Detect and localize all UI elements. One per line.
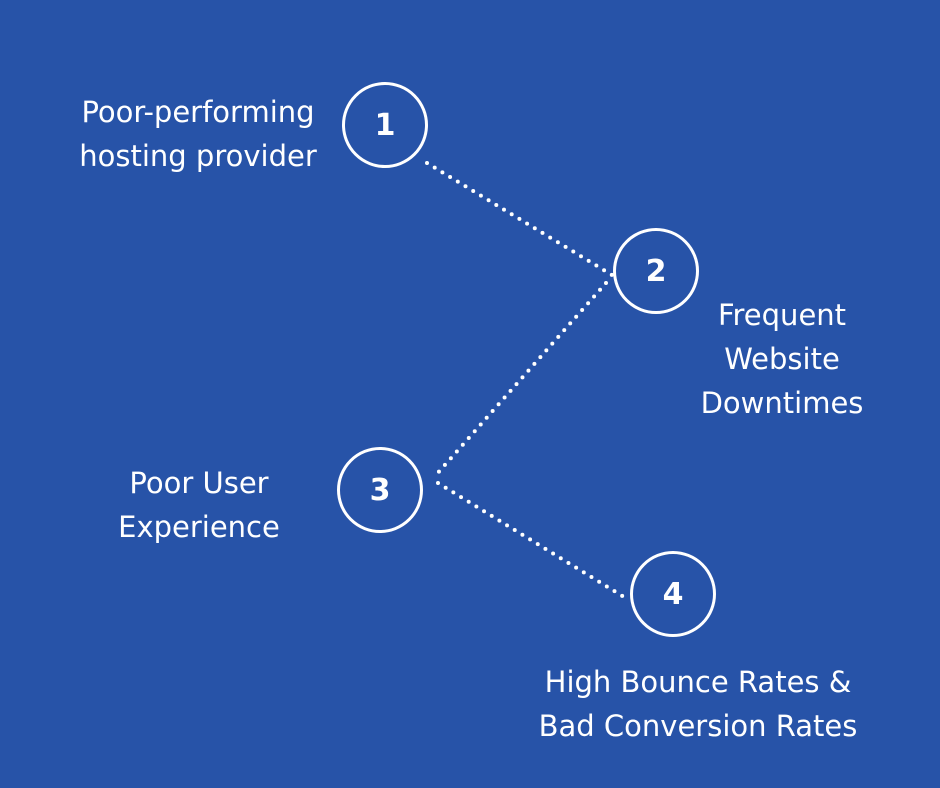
step-2-label-line-3: Downtimes [700, 386, 864, 420]
step-3-label-line-1: Poor User [129, 466, 269, 500]
step-1-label: Poor-performing hosting provider [60, 90, 336, 178]
step-3-circle: 3 [337, 447, 423, 533]
step-1-number: 1 [374, 107, 396, 143]
step-1-circle: 1 [342, 82, 428, 168]
step-1-label-line-2: hosting provider [79, 139, 317, 173]
step-4-label-line-1: High Bounce Rates & [544, 665, 852, 699]
step-4-circle: 4 [630, 551, 716, 637]
step-2-number: 2 [645, 253, 667, 289]
connector-3-4 [436, 481, 626, 599]
connector-1-2 [425, 161, 614, 277]
step-1-label-line-1: Poor-performing [81, 95, 315, 129]
step-3-label: Poor User Experience [96, 461, 302, 549]
connector-2-3 [434, 281, 608, 477]
step-2-label-line-1: Frequent [717, 298, 847, 332]
step-2-label: Frequent Website Downtimes [678, 293, 886, 425]
step-4-number: 4 [662, 576, 684, 612]
step-4-label: High Bounce Rates & Bad Conversion Rates [500, 660, 896, 748]
step-3-label-line-2: Experience [118, 510, 280, 544]
step-4-label-line-2: Bad Conversion Rates [538, 709, 858, 743]
step-2-circle: 2 [613, 228, 699, 314]
step-3-number: 3 [369, 472, 391, 508]
step-2-label-line-2: Website [724, 342, 840, 376]
